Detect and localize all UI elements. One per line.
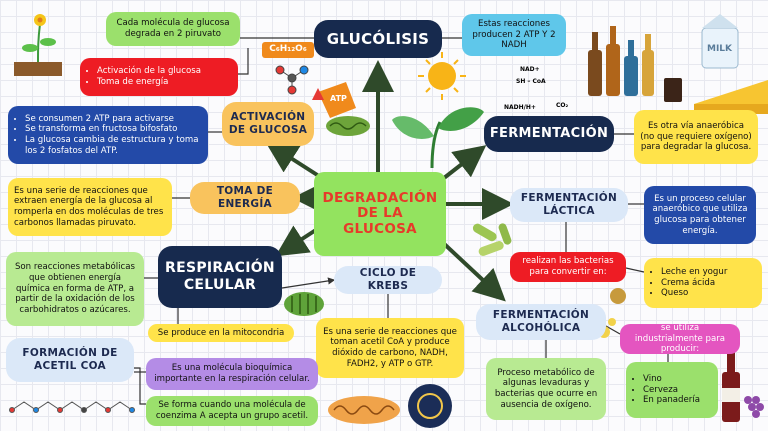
sprout-icon [392, 107, 484, 169]
chloroplast-icon [284, 292, 324, 316]
glucolisis-result: Estas reacciones producen 2 ATP Y 2 NADH [462, 14, 566, 56]
mitochondria-icon [328, 396, 400, 424]
list-item: Crema ácida [661, 278, 727, 289]
milk-icon [701, 14, 739, 69]
list-item: Queso [661, 288, 727, 299]
acetyl-molecule-icon [9, 401, 135, 413]
alcoholica-desc: Proceso metabólico de algunas levaduras … [486, 358, 606, 420]
list-item: Toma de energía [97, 77, 201, 88]
krebs-cycle-icon [408, 384, 452, 428]
respiracion-title: RESPIRACIÓN CELULAR [158, 246, 282, 308]
list-item: Se transforma en fructosa bifosfato [25, 124, 202, 135]
cheese-icon [694, 80, 768, 114]
lactica-bacterias: realizan las bacterias para convertir en… [510, 252, 626, 282]
alcoholica-list: Vino Cerveza En panadería [626, 362, 718, 418]
line-resp-krebs [281, 277, 336, 289]
line-bact-list [625, 267, 645, 273]
atp-label: ATP [330, 94, 347, 103]
activacion-list: Se consumen 2 ATP para activarse Se tran… [8, 106, 208, 164]
respiracion-mito: Se produce en la mitocondria [148, 324, 294, 342]
list-item: Activación de la glucosa [97, 66, 201, 77]
list-item: Se consumen 2 ATP para activarse [25, 114, 202, 125]
lactica-title: FERMENTACIÓN LÁCTICA [510, 188, 628, 222]
molecule-icon [275, 65, 309, 95]
chem-nadh: NADH/H+ [504, 104, 536, 111]
grapes-icon [744, 396, 764, 418]
fermentacion-title: FERMENTACIÓN [484, 116, 614, 152]
list-item: Vino [643, 374, 700, 385]
lactica-desc: Es un proceso celular anaeróbico que uti… [644, 186, 756, 244]
toma-desc: Es una serie de reacciones que extraen e… [8, 178, 172, 236]
list-item: Cerveza [643, 385, 700, 396]
atp-icon [312, 82, 370, 136]
plant-icon [14, 14, 62, 76]
arrow-to-fermentacion [442, 145, 487, 180]
line-gluc-list [238, 48, 249, 75]
alcoholica-title: FERMENTACIÓN ALCOHÓLICA [476, 304, 606, 340]
respiracion-desc: Son reacciones metabólicas que obtienen … [6, 252, 144, 326]
alcoholica-uso: se utiliza industrialmente para producir… [620, 323, 740, 354]
glucolisis-title: GLUCÓLISIS [314, 20, 442, 58]
acetil-desc-1: Es una molécula bioquímica importante en… [146, 358, 318, 390]
toma-title: TOMA DE ENERGÍA [190, 182, 300, 214]
krebs-desc: Es una serie de reacciones que toman ace… [316, 318, 464, 378]
wine-icon [722, 352, 740, 422]
arrow-to-activacion [265, 141, 324, 180]
bottles-icon [588, 26, 682, 102]
glucolisis-list: Activación de la glucosa Toma de energía [80, 58, 238, 96]
sun-icon [418, 52, 466, 100]
chem-shcoa: SH – CoA [516, 78, 546, 85]
chem-nad: NAD+ [520, 66, 540, 73]
line-alco-uso [605, 325, 621, 335]
list-item: La glucosa cambia de estructura y toma l… [25, 135, 202, 156]
arrow-to-alcoholica [438, 238, 506, 302]
bacteria-icon [472, 223, 512, 256]
activacion-title: ACTIVACIÓN DE GLUCOSA [222, 102, 314, 146]
list-item: En panadería [643, 395, 700, 406]
glucolisis-desc: Cada molécula de glucosa degrada en 2 pi… [106, 12, 240, 46]
line-acetil [134, 367, 146, 405]
acetil-title: FORMACIÓN DE ACETIL COA [6, 338, 134, 382]
chem-co2: CO₂ [556, 102, 569, 109]
fermentacion-desc: Es otra vía anaeróbica (no que requiere … [634, 110, 758, 164]
central-title: DEGRADACIÓN DE LA GLUCOSA [314, 172, 446, 256]
acetil-desc-2: Se forma cuando una molécula de coenzima… [146, 396, 318, 426]
list-item: Leche en yogur [661, 267, 727, 278]
lactica-list: Leche en yogur Crema ácida Queso [644, 258, 762, 308]
glucose-formula: C₆H₁₂O₆ [262, 42, 314, 58]
milk-label: MILK [707, 44, 733, 54]
krebs-title: CICLO DE KREBS [334, 266, 442, 294]
